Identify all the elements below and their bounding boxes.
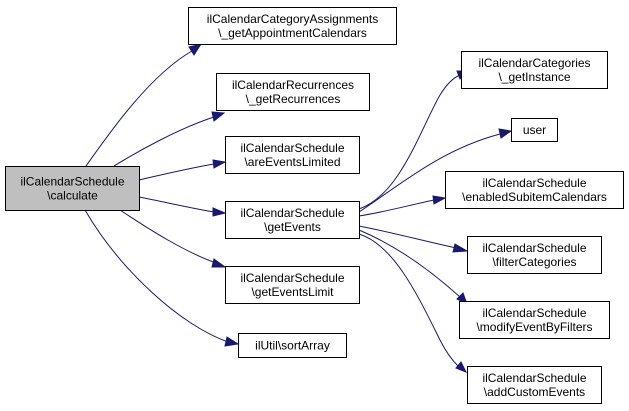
edge-line	[358, 133, 501, 213]
edges-layer	[84, 43, 513, 373]
node-label: \_getAppointmentCalendars	[218, 26, 367, 40]
graph-node-n10[interactable]: ilCalendarSchedule\filterCategories	[467, 236, 602, 274]
node-box	[225, 136, 360, 174]
node-box	[5, 166, 140, 211]
edge-line	[358, 225, 457, 249]
node-label: \getEventsLimit	[251, 285, 334, 299]
edge-line	[138, 163, 215, 181]
edge-n0-n2	[113, 111, 226, 167]
edge-n0-n1	[85, 43, 203, 167]
node-label: \enabledSubitemCalendars	[462, 190, 607, 204]
arrowhead-icon	[224, 336, 240, 347]
node-label: \filterCategories	[492, 255, 576, 269]
graph-node-n2[interactable]: ilCalendarRecurrences\_getRecurrences	[216, 73, 370, 111]
edge-n0-n6	[84, 209, 240, 347]
node-label: ilCalendarSchedule	[482, 306, 586, 320]
node-label: user	[523, 123, 546, 137]
node-label: \getEvents	[264, 220, 321, 234]
edge-line	[138, 196, 215, 213]
edge-n4-n10	[358, 225, 469, 253]
edge-line	[358, 74, 461, 210]
arrowhead-icon	[212, 207, 227, 217]
edge-n4-n9	[358, 195, 447, 217]
arrowhead-icon	[212, 159, 227, 169]
arrowhead-icon	[188, 43, 203, 56]
graph-node-n7[interactable]: ilCalendarCategories\_getInstance	[461, 51, 608, 89]
node-box	[445, 171, 624, 209]
arrowhead-icon	[211, 111, 226, 122]
graph-node-n0[interactable]: ilCalendarSchedule\calculate	[5, 166, 140, 211]
node-label: ilCalendarSchedule	[482, 241, 586, 255]
node-box	[216, 73, 370, 111]
graph-node-n8[interactable]: user	[511, 118, 558, 142]
node-box	[459, 301, 610, 339]
edge-n0-n4	[138, 196, 227, 217]
node-label: ilCalendarRecurrences	[232, 78, 354, 92]
node-box	[461, 51, 608, 89]
graph-node-n4[interactable]: ilCalendarSchedule\getEvents	[225, 201, 360, 239]
node-box	[225, 266, 360, 304]
node-label: ilCalendarCategoryAssignments	[207, 12, 378, 26]
node-label: \addCustomEvents	[484, 385, 585, 399]
edge-line	[84, 209, 229, 343]
graph-node-n12[interactable]: ilCalendarSchedule\addCustomEvents	[467, 366, 602, 404]
node-label: ilCalendarSchedule	[482, 371, 586, 385]
node-label: ilUtil\sortArray	[255, 339, 330, 353]
node-box	[511, 118, 558, 142]
edge-line	[113, 116, 215, 167]
nodes-layer: ilCalendarSchedule\calculateilCalendarCa…	[5, 7, 624, 404]
node-box	[238, 333, 347, 358]
edge-line	[85, 50, 193, 167]
edge-n4-n8	[358, 128, 513, 213]
edge-n0-n3	[138, 159, 227, 181]
node-label: ilCalendarSchedule	[20, 175, 124, 189]
node-box	[467, 366, 602, 404]
graph-node-n1[interactable]: ilCalendarCategoryAssignments\_getAppoin…	[188, 7, 397, 45]
edge-n0-n5	[119, 209, 227, 268]
node-label: \_getInstance	[498, 70, 570, 84]
arrowhead-icon	[452, 243, 469, 253]
graph-node-n3[interactable]: ilCalendarSchedule\areEventsLimited	[225, 136, 360, 174]
node-box	[188, 7, 397, 45]
node-label: \areEventsLimited	[244, 155, 340, 169]
node-label: ilCalendarSchedule	[240, 271, 344, 285]
node-label: ilCalendarSchedule	[240, 206, 344, 220]
arrowhead-icon	[211, 258, 227, 268]
edge-line	[358, 233, 459, 367]
node-label: \modifyEventByFilters	[476, 320, 592, 334]
graph-node-n11[interactable]: ilCalendarSchedule\modifyEventByFilters	[459, 301, 610, 339]
edge-n4-n12	[358, 233, 468, 373]
node-box	[225, 201, 360, 239]
node-box	[467, 236, 602, 274]
edge-line	[358, 199, 435, 217]
node-label: ilCalendarCategories	[478, 56, 590, 70]
node-label: ilCalendarSchedule	[482, 176, 586, 190]
node-label: \calculate	[47, 189, 98, 203]
edge-n4-n11	[358, 229, 468, 306]
edge-line	[119, 209, 217, 264]
node-label: ilCalendarSchedule	[240, 141, 344, 155]
graph-node-n9[interactable]: ilCalendarSchedule\enabledSubitemCalenda…	[445, 171, 624, 209]
graph-node-n5[interactable]: ilCalendarSchedule\getEventsLimit	[225, 266, 360, 304]
graph-node-n6[interactable]: ilUtil\sortArray	[238, 333, 347, 358]
arrowhead-icon	[455, 361, 468, 373]
arrowhead-icon	[498, 128, 513, 139]
edge-line	[358, 229, 461, 298]
node-label: \_getRecurrences	[246, 92, 341, 106]
arrowhead-icon	[432, 195, 447, 205]
